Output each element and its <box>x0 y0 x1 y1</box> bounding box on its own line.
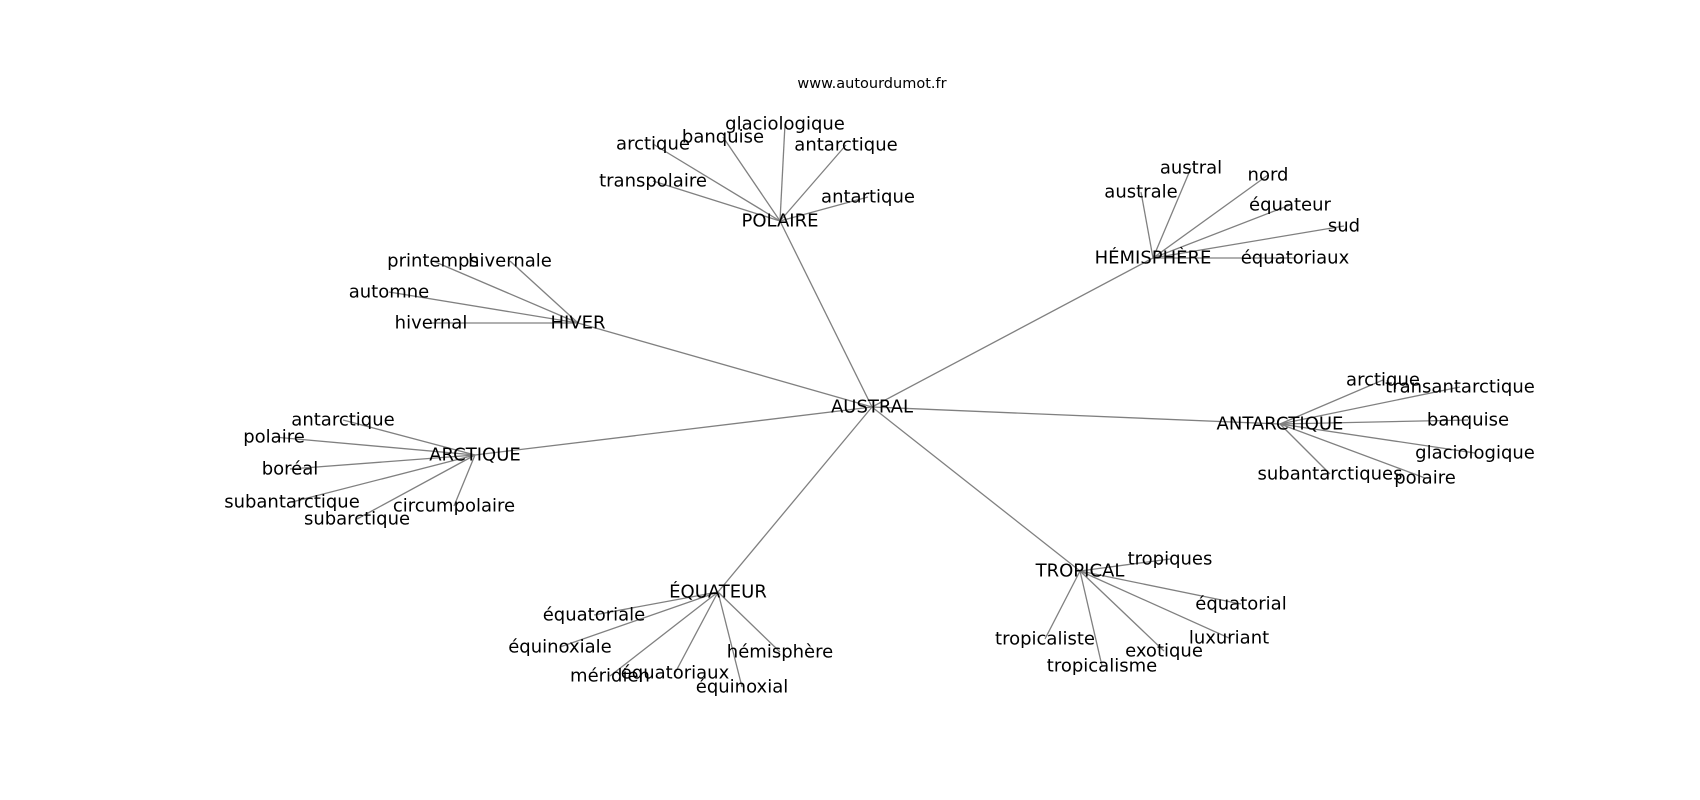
edge-hiver-v3 <box>388 291 579 324</box>
edge-hemisphere-h4 <box>1152 204 1291 259</box>
edge-austral-hiver <box>577 322 873 408</box>
edge-hemisphere-h1 <box>1152 167 1192 259</box>
edge-equateur-e5 <box>674 591 719 674</box>
edge-polaire-p1 <box>779 123 786 222</box>
leaf-node-a1: arctique <box>1346 370 1420 391</box>
leaf-node-p1: glaciologique <box>725 114 845 135</box>
leaf-node-r6: subarctique <box>304 509 410 530</box>
leaf-node-t2: équatorial <box>1195 594 1286 615</box>
hub-node-polaire: POLAIRE <box>742 211 819 232</box>
hub-node-arctique: ARCTIQUE <box>429 445 521 466</box>
leaf-node-r4: subantarctique <box>224 492 360 513</box>
leaf-node-e4: méridien <box>570 666 650 687</box>
edge-hemisphere-h2 <box>1152 174 1269 259</box>
edge-tropical-t3 <box>1044 570 1081 640</box>
leaf-node-h4: équateur <box>1249 195 1331 216</box>
leaf-node-e6: équinoxial <box>696 677 788 698</box>
leaf-node-t5: exotique <box>1125 641 1203 662</box>
leaf-node-t1: tropiques <box>1128 549 1213 570</box>
edge-arctique-r6 <box>356 454 476 520</box>
source-url: www.autourdumot.fr <box>797 76 946 92</box>
leaf-node-p6: antartique <box>821 187 915 208</box>
hub-node-hemisphere: HÉMISPHÈRE <box>1095 247 1212 269</box>
leaf-node-h3: australe <box>1104 182 1177 203</box>
hub-node-austral: AUSTRAL <box>831 397 913 418</box>
edge-tropical-t1 <box>1079 558 1171 572</box>
leaf-node-p5: transpolaire <box>599 171 707 192</box>
leaf-node-e2: équinoxiale <box>508 637 612 658</box>
edge-austral-equateur <box>717 406 873 593</box>
hub-node-equateur: ÉQUATEUR <box>669 581 767 603</box>
graph-edges <box>273 123 1476 688</box>
edge-polaire-p5 <box>652 180 781 222</box>
leaf-node-e1: équatoriale <box>543 605 646 626</box>
leaf-node-a3: banquise <box>1427 410 1509 431</box>
edge-equateur-e2 <box>559 591 719 648</box>
leaf-node-p4: antarctique <box>794 135 897 156</box>
edge-arctique-r5 <box>453 454 476 507</box>
edge-austral-tropical <box>871 406 1081 572</box>
edge-austral-polaire <box>779 220 873 408</box>
leaf-node-a2: transantarctique <box>1385 377 1535 398</box>
edge-equateur-e1 <box>593 591 719 616</box>
leaf-node-e5: équatoriaux <box>621 663 730 684</box>
leaf-node-t6: tropicalisme <box>1047 656 1157 677</box>
edge-polaire-p3 <box>652 143 781 222</box>
leaf-node-h1: austral <box>1160 158 1222 179</box>
leaf-node-p2: banquise <box>682 127 764 148</box>
leaf-node-t3: tropicaliste <box>995 629 1095 650</box>
leaf-node-h6: équatoriaux <box>1241 248 1350 269</box>
leaf-node-r1: antarctique <box>291 410 394 431</box>
edge-hemisphere-h3 <box>1140 191 1154 259</box>
leaf-node-p3: arctique <box>616 134 690 155</box>
edge-antarctique-a4 <box>1279 423 1476 454</box>
leaf-node-t4: luxuriant <box>1189 628 1269 649</box>
leaf-node-a6: polaire <box>1394 468 1456 489</box>
edge-antarctique-a3 <box>1279 419 1469 425</box>
edge-polaire-p2 <box>722 136 781 222</box>
graph-labels: AUSTRAL POLAIRE HÉMISPHÈRE HIVER ANTARCTIQUE… <box>224 114 1535 698</box>
leaf-node-v4: hivernal <box>395 313 468 334</box>
leaf-node-r3: boréal <box>262 459 319 480</box>
edge-austral-arctique <box>474 406 873 456</box>
edge-hiver-v2 <box>509 260 579 324</box>
hub-node-tropical: TROPICAL <box>1035 561 1125 582</box>
leaf-node-r2: polaire <box>243 427 305 448</box>
leaf-node-v3: automne <box>349 282 430 303</box>
edge-antarctique-a5 <box>1279 423 1331 475</box>
edge-equateur-e3 <box>717 591 781 653</box>
hub-node-hiver: HIVER <box>550 313 605 334</box>
edge-antarctique-a1 <box>1279 379 1384 425</box>
edge-tropical-t5 <box>1079 570 1165 652</box>
edge-austral-hemisphere <box>871 257 1154 408</box>
edge-hiver-v1 <box>432 260 579 324</box>
leaf-node-h2: nord <box>1248 165 1289 186</box>
leaf-node-v2: hivernale <box>468 251 552 272</box>
edge-austral-antarctique <box>871 406 1281 425</box>
edge-antarctique-a2 <box>1279 386 1461 425</box>
leaf-node-h5: sud <box>1328 216 1360 237</box>
edge-equateur-e6 <box>717 591 743 688</box>
edge-arctique-r4 <box>291 454 476 503</box>
leaf-node-r5: circumpolaire <box>393 496 515 517</box>
edge-arctique-r3 <box>289 454 476 470</box>
edge-tropical-t2 <box>1079 570 1242 605</box>
edge-tropical-t4 <box>1079 570 1230 639</box>
edge-hemisphere-h5 <box>1152 225 1345 259</box>
leaf-node-a5: subantarctiques <box>1258 464 1403 485</box>
edge-polaire-p6 <box>779 196 869 222</box>
edge-equateur-e4 <box>609 591 719 677</box>
edge-antarctique-a6 <box>1279 423 1426 479</box>
leaf-node-e3: hémisphère <box>727 642 833 663</box>
leaf-node-a4: glaciologique <box>1415 443 1535 464</box>
leaf-node-v1: printemps <box>387 251 479 272</box>
edge-arctique-r2 <box>273 436 476 456</box>
edge-tropical-t6 <box>1079 570 1103 667</box>
edge-arctique-r1 <box>342 419 476 456</box>
hub-node-antarctique: ANTARCTIQUE <box>1217 414 1344 435</box>
edge-polaire-p4 <box>779 144 847 222</box>
